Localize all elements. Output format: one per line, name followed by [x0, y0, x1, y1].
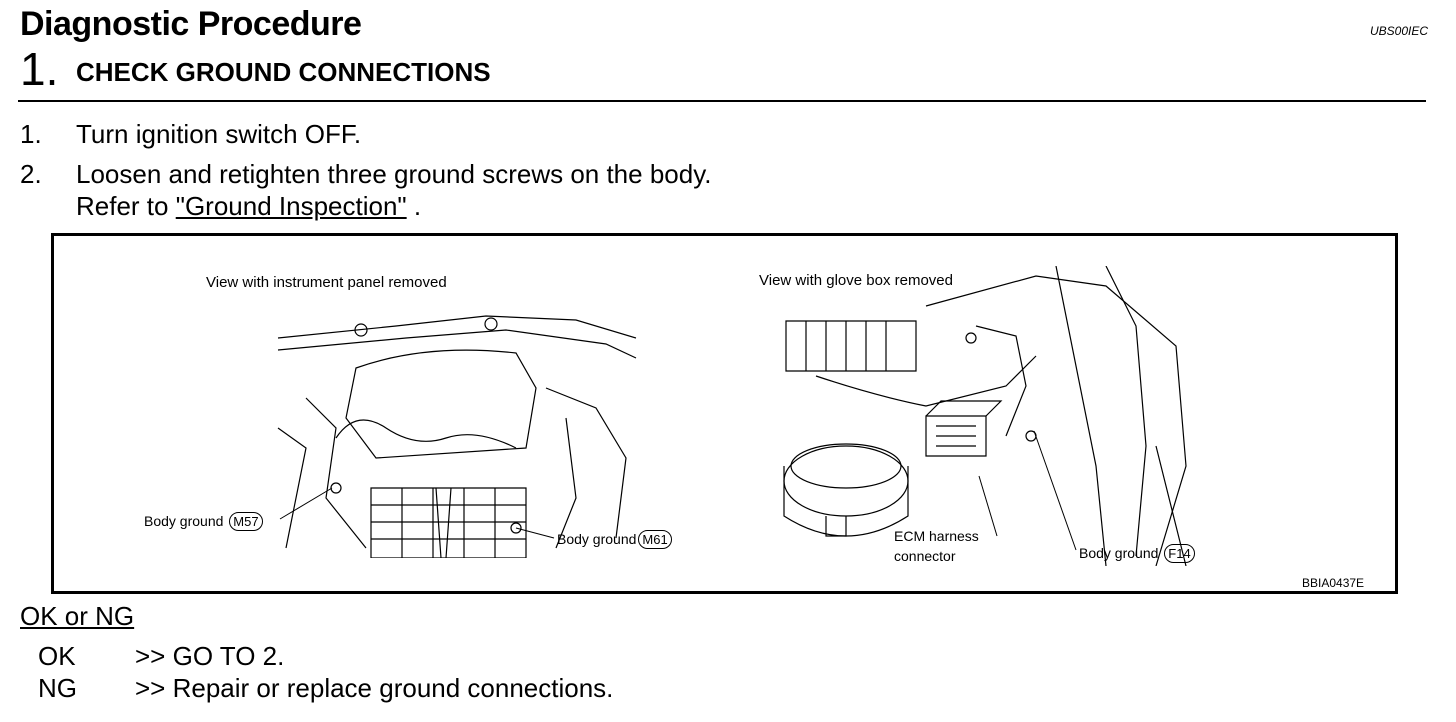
- instruction-text: Loosen and retighten three ground screws…: [76, 159, 712, 189]
- left-leader-lines: [54, 236, 1395, 591]
- step-title: CHECK GROUND CONNECTIONS: [76, 57, 491, 87]
- reference-prefix: Refer to: [76, 191, 176, 221]
- document-code: UBS00IEC: [1369, 24, 1428, 38]
- step-number: 1.: [20, 43, 59, 95]
- callout-label: Body ground: [144, 513, 224, 529]
- right-view-caption: View with glove box removed: [759, 272, 953, 289]
- result-key-ng: NG: [38, 673, 77, 703]
- callout-label: connector: [894, 548, 956, 564]
- instruction-number: 1.: [20, 119, 42, 149]
- connector-code-badge: M57: [229, 512, 263, 531]
- result-action-ng: >> Repair or replace ground connections.: [135, 673, 614, 703]
- result-heading: OK or NG: [20, 601, 135, 631]
- callout-label: Body ground: [1079, 545, 1159, 561]
- instruction-text: Turn ignition switch OFF.: [76, 119, 362, 149]
- result-action-ok[interactable]: >> GO TO 2.: [135, 641, 285, 671]
- connector-code-badge: F14: [1164, 544, 1195, 563]
- callout-body-ground-f14: Body ground F14: [1079, 544, 1195, 563]
- glove-box-illustration: [776, 266, 1196, 566]
- ground-inspection-link[interactable]: "Ground Inspection": [175, 191, 407, 221]
- page-title: Diagnostic Procedure: [20, 5, 362, 43]
- instruction-number: 2.: [20, 159, 42, 189]
- right-leader-lines: [54, 236, 1395, 591]
- callout-ecm-harness-connector: ECM harness connector: [894, 526, 979, 566]
- instrument-panel-illustration: [276, 298, 644, 558]
- connector-code-badge: M61: [638, 530, 672, 549]
- wiring-figure: View with instrument panel removed Body …: [51, 233, 1398, 594]
- left-view-caption: View with instrument panel removed: [206, 274, 447, 291]
- reference-suffix: .: [406, 191, 422, 221]
- figure-code: BBIA0437E: [1302, 576, 1365, 590]
- result-key-ok: OK: [38, 641, 76, 671]
- callout-label: ECM harness: [894, 528, 979, 544]
- reference-line: Refer to "Ground Inspection" .: [76, 190, 421, 222]
- callout-label: Body ground: [557, 531, 637, 547]
- header-divider: [18, 100, 1426, 102]
- callout-body-ground-m57: Body ground M57: [144, 512, 263, 531]
